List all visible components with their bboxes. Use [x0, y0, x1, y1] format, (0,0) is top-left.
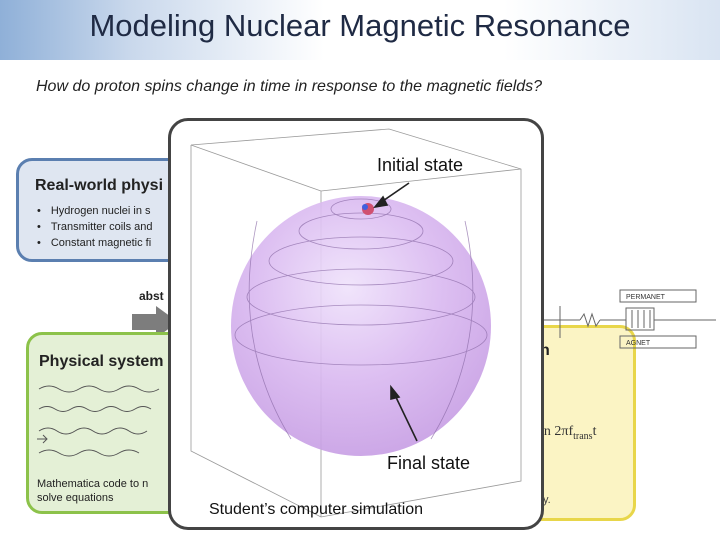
model-trailing-text: y. — [543, 494, 551, 506]
circuit-sketch: PERMANET AGNET — [540, 278, 720, 358]
initial-state-label: Initial state — [377, 155, 464, 175]
formula-var: t — [592, 424, 597, 439]
real-world-list: Hydrogen nuclei in s Transmitter coils a… — [37, 203, 153, 251]
circuit-drawing: PERMANET AGNET — [540, 289, 716, 349]
slide-subtitle: How do proton spins change in time in re… — [36, 78, 543, 95]
final-state-label: Final state — [387, 453, 471, 473]
bloch-sphere-plot — [190, 128, 522, 518]
agnet-label: AGNET — [626, 340, 651, 347]
title-bar — [0, 0, 720, 60]
slide-title: Modeling Nuclear Magnetic Resonance — [89, 8, 631, 43]
code-line: Mathematica code to n — [37, 478, 149, 490]
spin-marker-highlight — [362, 204, 368, 210]
code-line: solve equations — [37, 492, 114, 504]
handwritten-equations-image — [37, 385, 160, 457]
list-item: Hydrogen nuclei in s — [37, 203, 153, 219]
abstraction-arrow — [132, 306, 178, 338]
real-world-title: Real-world physi — [35, 177, 164, 194]
physical-system-code-text: Mathematica code to n solve equations — [37, 477, 148, 505]
formula-text: in 2πf — [540, 424, 574, 439]
sphere-surface — [231, 196, 491, 456]
formula-subscript: trans — [573, 430, 593, 442]
list-item: Constant magnetic fi — [37, 235, 153, 251]
simulation-caption: Student’s computer simulation — [209, 501, 424, 518]
model-formula: in 2πftranst — [540, 424, 596, 442]
sphere-grid — [234, 198, 488, 440]
simulation-window: Initial state Final state Student’s comp… — [168, 118, 544, 530]
abstraction-label: abst — [139, 289, 164, 303]
physical-system-title: Physical system — [39, 353, 164, 370]
model-title-fragment: n — [540, 342, 550, 359]
annotation-arrows — [373, 182, 418, 442]
permanet-label: PERMANET — [626, 294, 666, 301]
list-item: Transmitter coils and — [37, 219, 153, 235]
